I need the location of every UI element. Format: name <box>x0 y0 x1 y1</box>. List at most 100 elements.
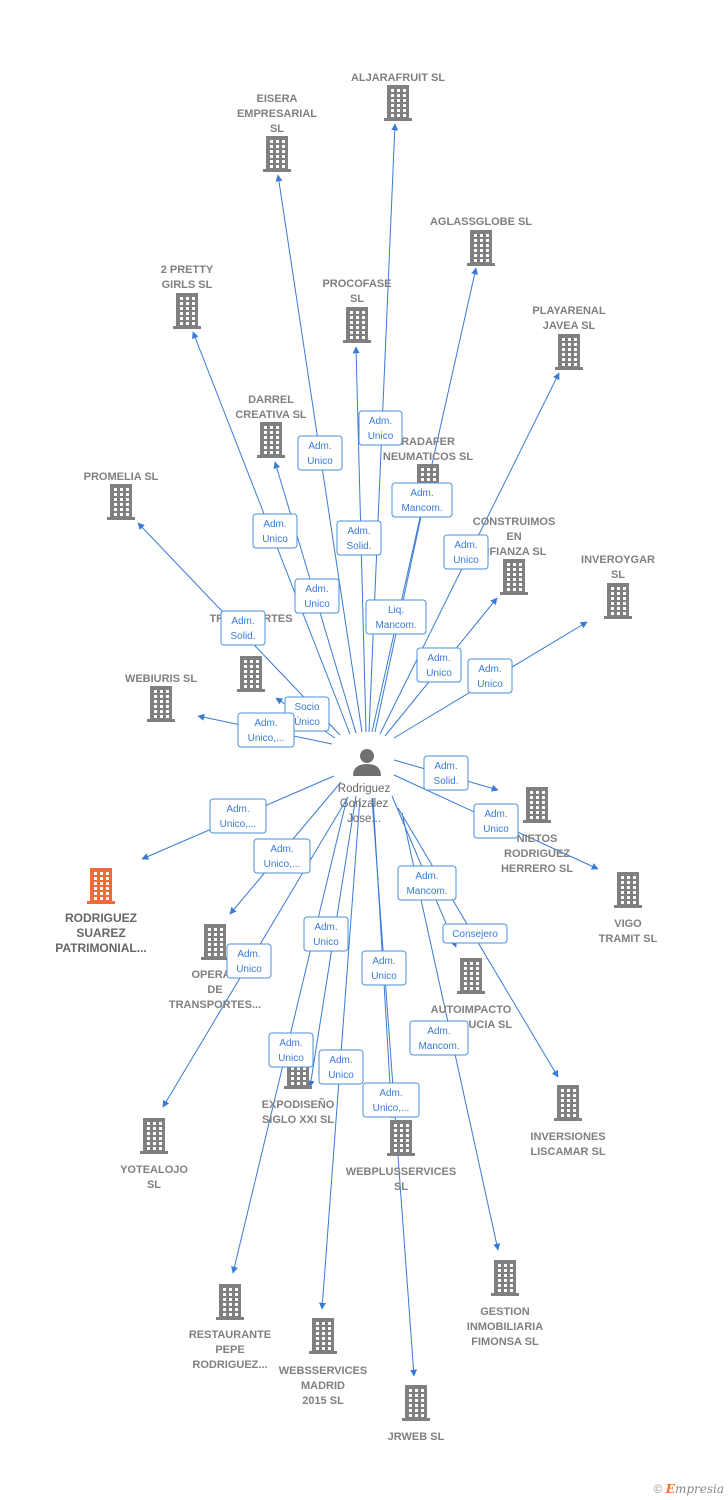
building-icon <box>384 85 412 121</box>
edge-label-text: Adm. <box>263 519 286 530</box>
edge-label-expodiseno[interactable]: Adm.Unico <box>303 916 349 952</box>
company-label: SL <box>147 1179 161 1191</box>
edge-label-yotealojo[interactable]: Adm.Unico <box>226 943 272 979</box>
edge-label-inversiones[interactable]: Adm.Mancom. <box>397 865 457 901</box>
edge-label-text: Adm. <box>379 1088 402 1099</box>
building-icon <box>107 484 135 520</box>
edge-label-restaurante[interactable]: Adm.Unico <box>268 1032 314 1068</box>
edge-label-gestion[interactable]: Adm.Mancom. <box>409 1020 469 1056</box>
footer-brand: © Empresia <box>654 1482 724 1496</box>
edge-label-eisera[interactable]: Adm. Unico <box>297 435 343 471</box>
edge-label-text: Unico,... <box>373 1103 410 1114</box>
building-icon <box>500 559 528 595</box>
edge-label-text: Adm. <box>231 616 254 627</box>
edge-label-text: Solid. <box>346 541 371 552</box>
company-node-promelia[interactable]: PROMELIA SL <box>84 471 159 520</box>
company-label: RODRIGUEZ <box>504 848 570 860</box>
edge-label-promelia[interactable]: Adm.Solid. <box>220 610 266 646</box>
edge-label-autoimpacto[interactable]: Consejero <box>442 923 508 944</box>
company-label: GIRLS SL <box>162 279 213 291</box>
edge-label-text: Unico <box>307 456 333 467</box>
company-label: NFIANZA SL <box>482 546 547 558</box>
edge-label-text: Adm. <box>329 1055 352 1066</box>
edge-labels-layer: Adm.UnicoAdm.UnicoAdm.Mancom.Adm.UnicoAd… <box>209 410 519 1118</box>
edge-label-text: Consejero <box>452 929 498 940</box>
edge-label-operad[interactable]: Adm.Unico,... <box>253 838 311 874</box>
company-label: PROMELIA SL <box>84 471 159 483</box>
building-icon <box>614 872 642 908</box>
company-label: WEBIURIS SL <box>125 673 197 685</box>
edge-label-text: Adm. <box>347 526 370 537</box>
edge-label-pretty[interactable]: Adm.Unico <box>252 513 298 549</box>
company-label: CONSTRUIMOS <box>473 516 556 528</box>
company-label: VIGO <box>614 918 642 930</box>
edge-label-aljarafruit[interactable]: Adm.Unico <box>358 410 403 446</box>
company-node-operad[interactable]: OPERADDETRANSPORTES... <box>169 924 261 1011</box>
edge-label-text: Adm. <box>314 922 337 933</box>
person-name: Jose... <box>347 813 381 825</box>
company-node-restaurante[interactable]: RESTAURANTEPEPERODRIGUEZ... <box>189 1284 271 1371</box>
edge-label-webplus[interactable]: Adm.Unico <box>361 950 407 986</box>
edge-label-text: Adm. <box>254 718 277 729</box>
edge-label-rodriguez_suarez[interactable]: Adm.Unico,... <box>209 798 267 834</box>
building-icon <box>173 293 201 329</box>
edge-label-construimos[interactable]: Adm. Unico <box>416 647 462 683</box>
edge-label-webiuris[interactable]: Adm.Unico,... <box>237 712 295 748</box>
company-label: JAVEA SL <box>543 320 596 332</box>
edge-label-text: Unico <box>477 679 503 690</box>
edge-label-radafer[interactable]: Liq.Mancom. <box>365 599 427 635</box>
building-icon <box>263 136 291 172</box>
edge-label-webservices[interactable]: Adm.Unico <box>318 1049 364 1085</box>
building-icon <box>140 1118 168 1154</box>
company-label: SIGLO XXI SL <box>262 1114 334 1126</box>
company-node-aljarafruit[interactable]: ALJARAFRUIT SL <box>351 72 445 121</box>
company-label: DARREL <box>248 394 294 406</box>
edge-label-text: Adm. <box>308 441 331 452</box>
edge-label-text: Adm. <box>270 844 293 855</box>
edge-label-text: Adm. <box>427 653 450 664</box>
company-node-webiuris[interactable]: WEBIURIS SL <box>125 673 197 722</box>
building-icon <box>201 924 229 960</box>
edge-label-text: Único <box>294 715 320 728</box>
edge-label-aglassglobe[interactable]: Adm.Mancom. <box>391 482 453 518</box>
company-node-construimos[interactable]: CONSTRUIMOS EN NFIANZA SL <box>473 516 556 595</box>
center-person-node[interactable]: RodriguezGonzalezJose... <box>338 749 391 825</box>
edge-label-vigo[interactable]: Adm.Unico <box>473 803 519 839</box>
company-node-rodriguez_suarez[interactable]: RODRIGUEZSUAREZPATRIMONIAL... <box>55 868 147 955</box>
company-node-aglassglobe[interactable]: AGLASSGLOBE SL <box>430 216 532 266</box>
edge-label-text: Unico <box>426 668 452 679</box>
company-label: PEPE <box>215 1344 244 1356</box>
company-label: EXPODISEÑO <box>262 1098 335 1111</box>
company-node-jrweb[interactable]: JRWEB SL <box>388 1385 445 1443</box>
company-node-darrel[interactable]: DARREL CREATIVA SL <box>235 394 307 458</box>
building-icon <box>257 422 285 458</box>
company-label: DE <box>207 984 222 996</box>
edge-label-inveroygar[interactable]: Adm.Unico <box>467 658 513 694</box>
company-label: RODRIGUEZ <box>65 911 137 925</box>
company-label: FIMONSA SL <box>471 1336 539 1348</box>
edge-label-jrweb[interactable]: Adm. Unico,... <box>362 1082 420 1118</box>
edge-label-text: Adm. <box>410 488 433 499</box>
edge-label-nietos[interactable]: Adm.Solid. <box>423 755 469 791</box>
company-label: CREATIVA SL <box>235 409 307 421</box>
edge-label-darrel[interactable]: Adm.Unico <box>294 578 340 614</box>
edge-label-procofase[interactable]: Adm. Solid. <box>336 520 382 556</box>
building-icon <box>604 583 632 619</box>
brand-logo[interactable]: Empresia <box>665 1482 724 1496</box>
building-icon <box>402 1385 430 1421</box>
edge-label-playarenal[interactable]: Adm.Unico <box>443 534 489 570</box>
company-label: EN <box>506 531 521 543</box>
